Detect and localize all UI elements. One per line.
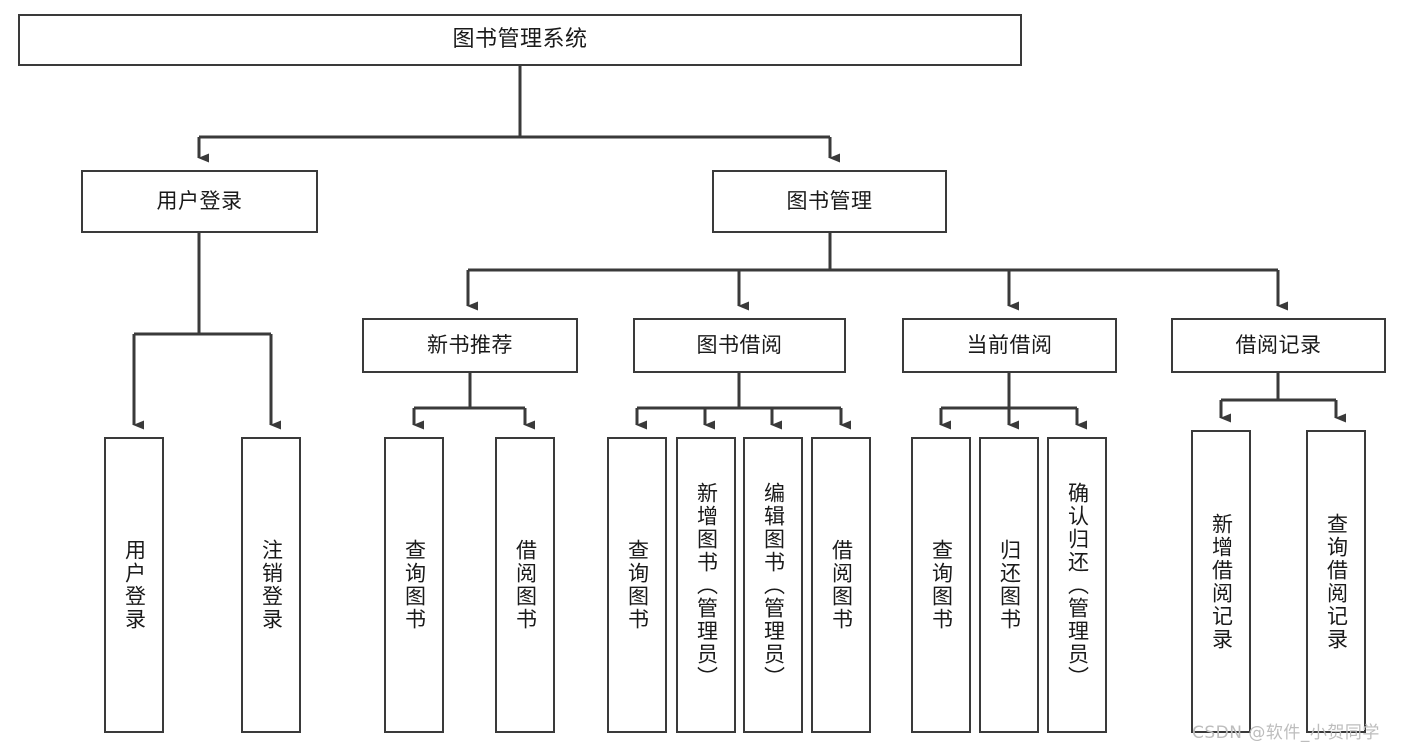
node-leaf-user-login[interactable]: 用户登录 [104,437,164,733]
node-leaf-add-book[interactable]: 新增图书（管理员） [676,437,736,733]
node-leaf-borrow-book-recommend[interactable]: 借阅图书 [495,437,555,733]
node-leaf-query-borrow-record[interactable]: 查询借阅记录 [1306,430,1366,733]
edge-root-to-level2 [197,66,840,163]
node-leaf-confirm-return[interactable]: 确认归还（管理员） [1047,437,1107,733]
node-label: 查询图书 [625,539,650,631]
node-label: 图书借阅 [696,333,783,358]
node-label: 当前借阅 [966,333,1053,358]
node-label: 图书管理系统 [452,27,588,53]
node-label: 编辑图书（管理员） [761,481,786,689]
node-label: 归还图书 [997,539,1022,631]
edge-currentborrow-to-leaves [939,373,1087,430]
edge-newbook-to-leaves [412,373,535,430]
node-borrow-record[interactable]: 借阅记录 [1171,318,1386,373]
node-label: 新书推荐 [427,333,513,358]
node-book-manage[interactable]: 图书管理 [712,170,947,233]
node-leaf-add-borrow-record[interactable]: 新增借阅记录 [1191,430,1251,733]
edge-borrowrecord-to-leaves [1219,373,1346,423]
edge-bookmanage-to-level3 [466,233,1288,311]
node-user-login[interactable]: 用户登录 [81,170,318,233]
node-leaf-query-book-recommend[interactable]: 查询图书 [384,437,444,733]
node-label: 查询借阅记录 [1324,512,1349,651]
node-label: 借阅图书 [513,539,538,631]
edge-bookborrow-to-leaves [635,373,851,430]
node-label: 新增图书（管理员） [694,481,719,689]
node-book-borrow[interactable]: 图书借阅 [633,318,846,373]
node-label: 查询图书 [402,539,427,631]
node-label: 借阅图书 [829,539,854,631]
node-leaf-query-book-borrow[interactable]: 查询图书 [607,437,667,733]
edge-userlogin-to-leaves [132,233,281,430]
node-leaf-logout-login[interactable]: 注销登录 [241,437,301,733]
node-label: 新增借阅记录 [1209,512,1234,651]
node-label: 借阅记录 [1235,333,1322,358]
node-label: 确认归还（管理员） [1065,481,1090,689]
node-label: 注销登录 [259,539,284,631]
node-leaf-borrow-book[interactable]: 借阅图书 [811,437,871,733]
node-label: 用户登录 [156,189,243,214]
csdn-watermark: CSDN @软件_小贺同学 [1192,723,1380,743]
node-new-book-recommend[interactable]: 新书推荐 [362,318,578,373]
node-label: 查询图书 [929,539,954,631]
node-root-system[interactable]: 图书管理系统 [18,14,1022,66]
node-current-borrow[interactable]: 当前借阅 [902,318,1117,373]
node-label: 用户登录 [122,539,147,631]
node-leaf-edit-book[interactable]: 编辑图书（管理员） [743,437,803,733]
node-label: 图书管理 [786,189,873,214]
node-leaf-query-book-current[interactable]: 查询图书 [911,437,971,733]
node-leaf-return-book[interactable]: 归还图书 [979,437,1039,733]
